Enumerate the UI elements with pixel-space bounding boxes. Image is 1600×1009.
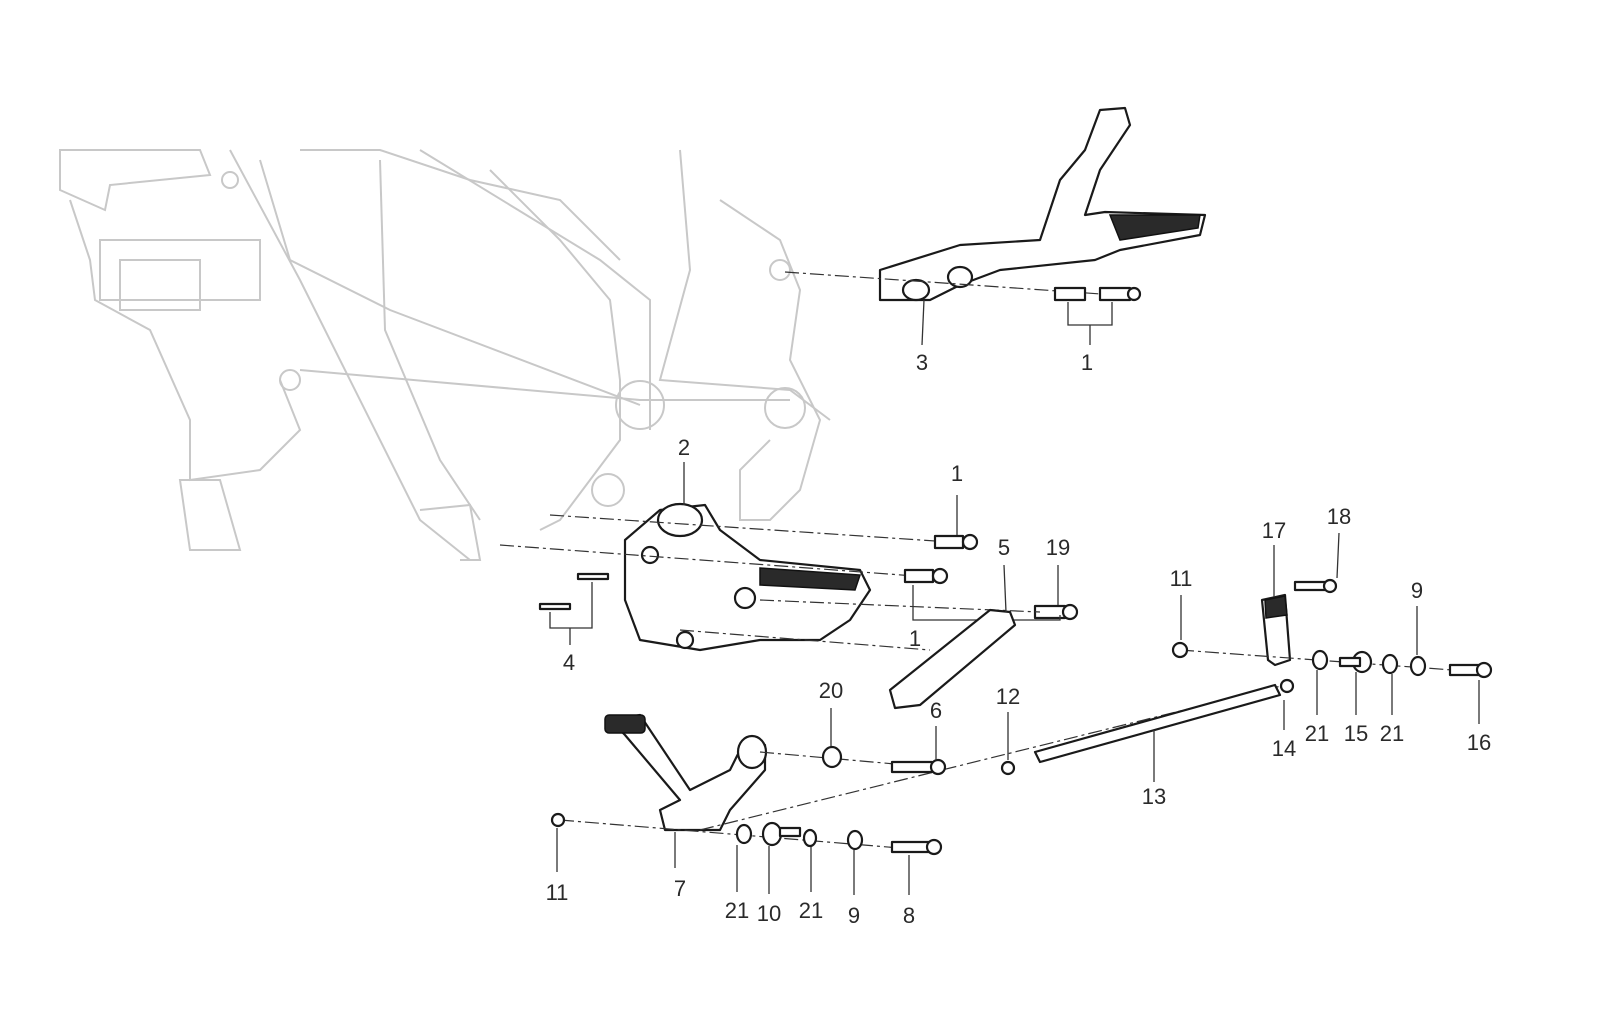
callout-4: 4 <box>563 650 575 675</box>
callout-15: 15 <box>1344 721 1368 746</box>
callout-2: 2 <box>678 435 690 460</box>
callout-17: 17 <box>1262 518 1286 543</box>
heel-guard <box>888 608 1017 710</box>
callout-12: 12 <box>996 684 1020 709</box>
callout-11-left: 11 <box>546 880 569 905</box>
callout-21-left-a: 21 <box>725 898 749 923</box>
callout-13: 13 <box>1142 784 1166 809</box>
callout-9-left: 9 <box>848 903 860 928</box>
rear-footrest-bracket <box>878 106 1207 302</box>
callout-14: 14 <box>1272 736 1296 761</box>
callout-8: 8 <box>903 903 915 928</box>
callout-19: 19 <box>1046 535 1070 560</box>
front-footrest-bracket <box>623 502 872 652</box>
callout-1-lower: 1 <box>909 626 921 651</box>
callout-3: 3 <box>916 350 928 375</box>
callout-7: 7 <box>674 876 686 901</box>
callout-1-rear: 1 <box>1081 350 1093 375</box>
callout-21-right-b: 21 <box>1380 721 1404 746</box>
shift-lever <box>604 713 768 832</box>
callout-10: 10 <box>757 901 781 926</box>
motorcycle-frame <box>59 149 831 561</box>
callouts: 1 2 3 1 4 5 19 1 17 18 11 9 20 6 12 14 2… <box>546 350 1492 928</box>
callout-1-upper: 1 <box>951 461 963 486</box>
callout-18: 18 <box>1327 504 1351 529</box>
callout-6: 6 <box>930 698 942 723</box>
callout-21-right-a: 21 <box>1305 721 1329 746</box>
callout-5: 5 <box>998 535 1010 560</box>
callout-9-right: 9 <box>1411 578 1423 603</box>
callout-20: 20 <box>819 678 843 703</box>
callout-21-left-b: 21 <box>799 898 823 923</box>
callout-11-right: 11 <box>1170 566 1193 591</box>
callout-16: 16 <box>1467 730 1491 755</box>
shift-rod <box>1033 683 1282 764</box>
